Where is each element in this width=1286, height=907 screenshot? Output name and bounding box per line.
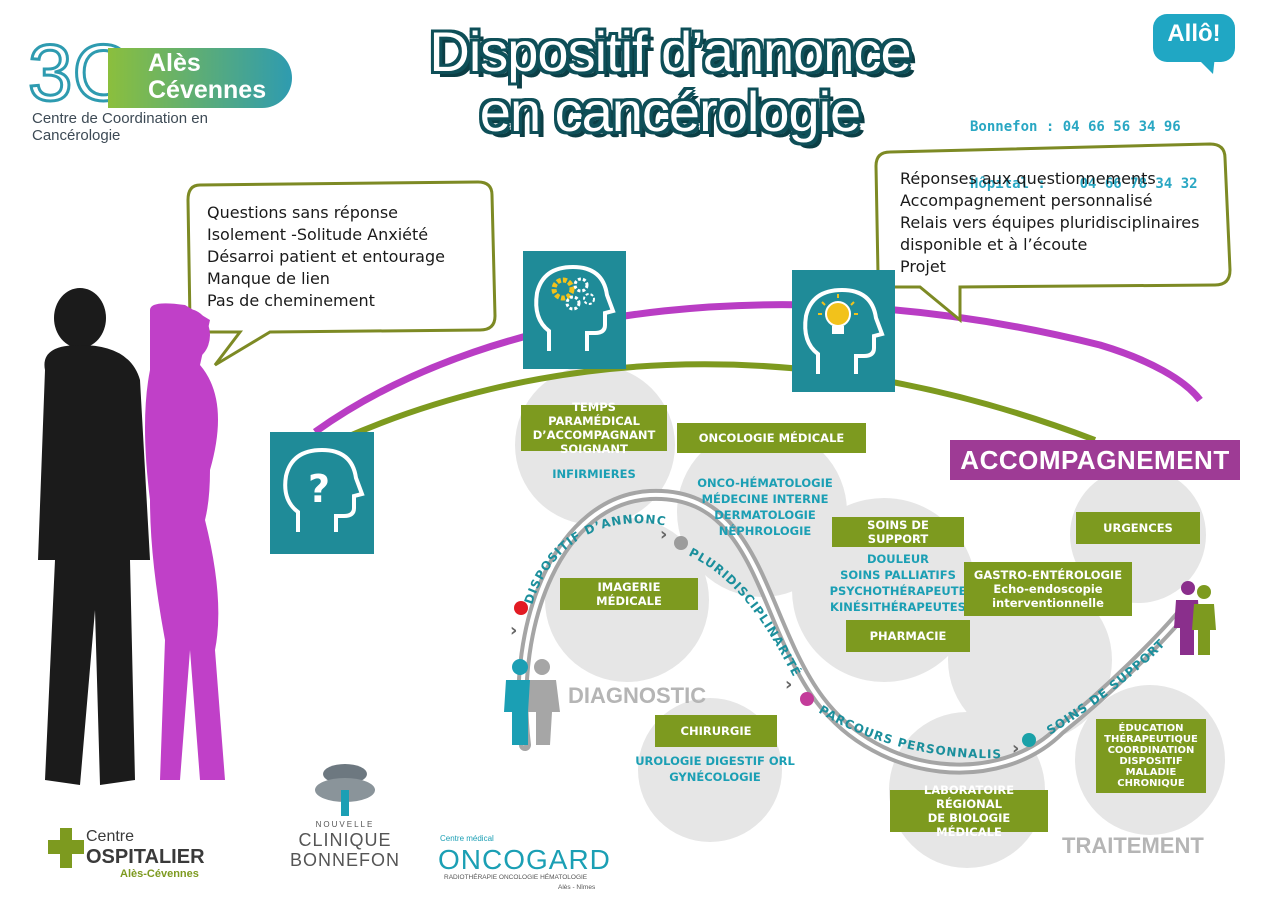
svg-text:›: ›: [660, 524, 667, 545]
svg-text:?: ?: [308, 467, 330, 511]
pink-dot: [800, 692, 814, 706]
allo-label: Allô!: [1167, 20, 1221, 47]
bubble-right: Réponses aux questionnements Accompagnem…: [900, 169, 1200, 276]
green-arc: [338, 361, 1097, 443]
cross-icon: [48, 828, 84, 868]
phone-numbers: Bonnefon : 04 66 56 34 96 Hôpital : 04 6…: [970, 80, 1198, 213]
node-imagerie: IMAGERIE MÉDICALE: [560, 578, 698, 610]
patient-pair-icon: [504, 659, 560, 745]
node-oncologie: ONCOLOGIE MÉDICALE: [677, 423, 866, 453]
phone-bonnefon[interactable]: Bonnefon : 04 66 56 34 96: [970, 119, 1181, 135]
man-silhouette: [38, 288, 150, 785]
page-title: Dispositif d’annonce en cancérologie: [429, 20, 911, 143]
node-pharmacie: PHARMACIE: [846, 620, 970, 652]
logo-3c: 3C Alès Cévennes Centre de Coordination …: [28, 28, 298, 144]
node-gastro: GASTRO-ENTÉROLOGIE Echo-endoscopie inter…: [964, 562, 1132, 616]
pair-end-icon: [1174, 581, 1216, 655]
bubble-left: Questions sans réponse Isolement -Solitu…: [207, 203, 445, 310]
node-soins-support-sub: DOULEUR SOINS PALLIATIFS PSYCHOTHÉRAPEUT…: [829, 552, 967, 614]
svg-text:›: ›: [785, 674, 792, 695]
tree-icon: [315, 764, 375, 816]
node-urgences: URGENCES: [1076, 512, 1200, 544]
svg-text:›: ›: [1012, 738, 1019, 759]
label-diagnostic: DIAGNOSTIC: [568, 683, 707, 708]
woman-silhouette: [145, 303, 225, 780]
label-traitement: TRAITEMENT: [1062, 833, 1204, 858]
node-education: ÉDUCATION THÉRAPEUTIQUE COORDINATION DIS…: [1096, 719, 1206, 793]
head-question-icon: ?: [283, 447, 365, 532]
grey-dot: [674, 536, 688, 550]
logo-oncogard: Centre médical ONCOGARD RADIOTHÉRAPIE ON…: [438, 834, 611, 891]
logo-clinique-bonnefon: NOUVELLE CLINIQUE BONNEFON: [290, 760, 400, 878]
tile-gears: [523, 251, 626, 369]
allo-bubble: [1153, 14, 1235, 62]
node-chirurgie-sub: UROLOGIE DIGESTIF ORL GYNÉCOLOGIE: [635, 754, 795, 784]
bubble-right-shape: [874, 142, 1232, 324]
node-oncologie-sub: ONCO-HÉMATOLOGIE MÉDECINE INTERNE DERMAT…: [697, 476, 833, 538]
tile-question: ?: [270, 432, 374, 554]
node-labo: LABORATOIRE RÉGIONAL DE BIOLOGIE MÉDICAL…: [890, 783, 1048, 839]
accompagnement-banner: ACCOMPAGNEMENT: [950, 440, 1240, 480]
head-gears-icon: [534, 264, 616, 351]
logo-3c-name: Alès Cévennes: [148, 49, 267, 104]
head-bulb-icon: [803, 287, 885, 374]
node-temps-paramedical: TEMPS PARAMÉDICAL D’ACCOMPAGNANT SOIGNAN…: [521, 400, 667, 456]
red-dot: [514, 601, 528, 615]
allo-tail: [1195, 56, 1215, 74]
node-temps-sub: INFIRMIERES: [552, 467, 636, 481]
node-chirurgie: CHIRURGIE: [655, 715, 777, 747]
svg-text:›: ›: [510, 620, 517, 641]
node-soins-support: SOINS DE SUPPORT: [832, 517, 964, 547]
logo-3c-subtitle: Centre de Coordination en Cancérologie: [32, 110, 208, 144]
tile-bulb: [792, 270, 895, 392]
bubble-left-shape: [186, 180, 497, 367]
teal-dot: [1022, 733, 1036, 747]
logo-centre-hospitalier: Centre OSPITALIER Alès-Cévennes: [48, 826, 228, 882]
logo-3c-pill: [108, 48, 292, 108]
phone-hopital[interactable]: Hôpital : 04 66 78 34 32: [970, 176, 1198, 192]
